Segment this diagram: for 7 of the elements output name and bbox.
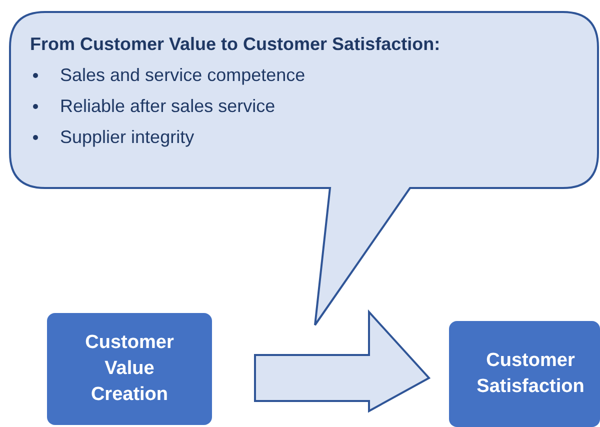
- heading: From Customer Value to Customer Satisfaction:: [30, 34, 442, 55]
- block-arrow: [254, 309, 431, 413]
- bullet-item: Supplier integrity: [30, 127, 578, 148]
- process-box: Customer Satisfaction: [449, 321, 600, 427]
- bullet-item: Sales and service competence: [30, 65, 578, 86]
- bullet-item: Reliable after sales service: [30, 96, 578, 117]
- process-box: Customer Value Creation: [47, 313, 212, 425]
